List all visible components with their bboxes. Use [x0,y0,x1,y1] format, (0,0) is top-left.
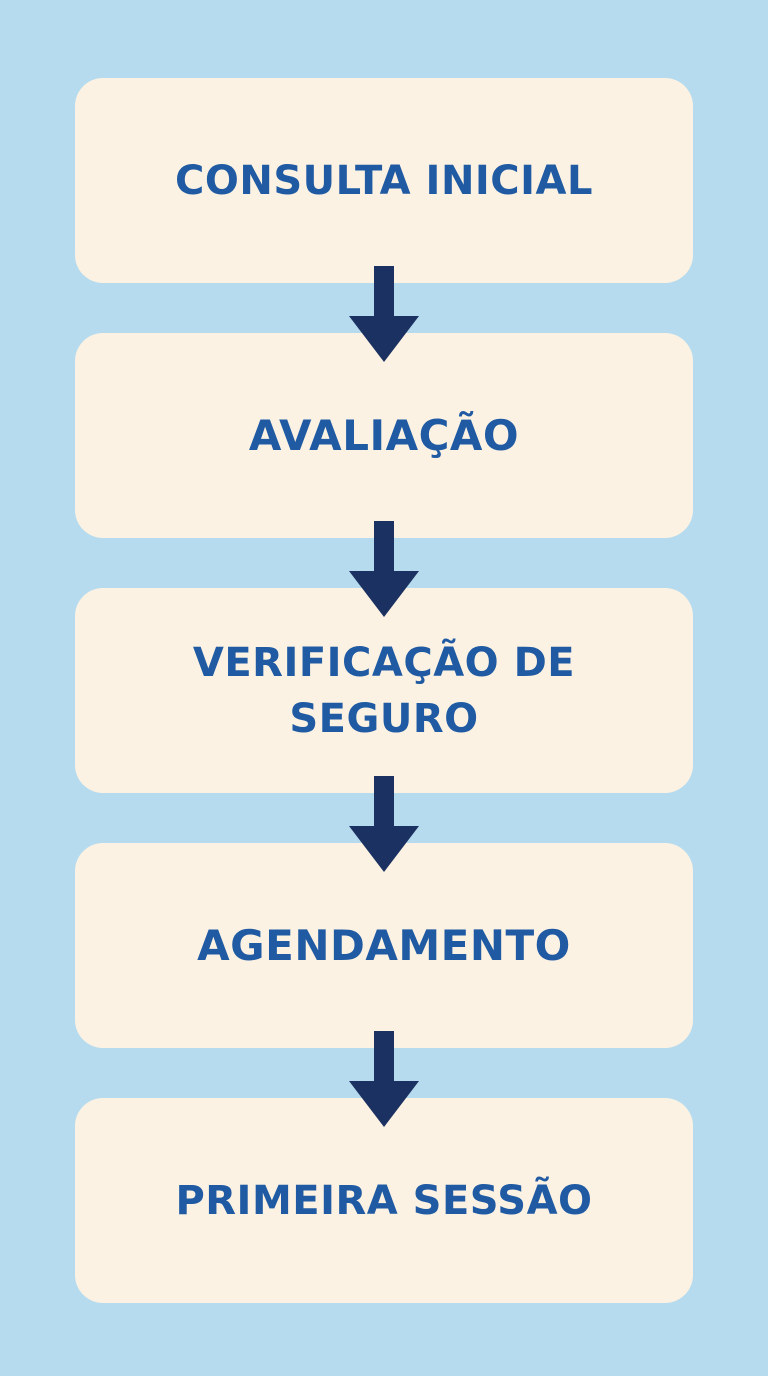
down-arrow-icon [349,1031,419,1127]
step-label: PRIMEIRA SESSÃO [175,1177,593,1224]
down-arrow-icon [349,266,419,362]
step-label: AVALIAÇÃO [248,410,520,460]
down-arrow-icon [349,776,419,872]
step-box-agendamento: AGENDAMENTO [75,843,693,1048]
step-box-verificacao-de-seguro: VERIFICAÇÃO DE SEGURO [75,588,693,793]
step-box-primeira-sessao: PRIMEIRA SESSÃO [75,1098,693,1303]
step-label: VERIFICAÇÃO DE SEGURO [192,639,576,742]
step-box-consulta-inicial: CONSULTA INICIAL [75,78,693,283]
step-label: CONSULTA INICIAL [175,157,593,204]
step-box-avaliacao: AVALIAÇÃO [75,333,693,538]
down-arrow-icon [349,521,419,617]
step-label: AGENDAMENTO [197,920,571,970]
